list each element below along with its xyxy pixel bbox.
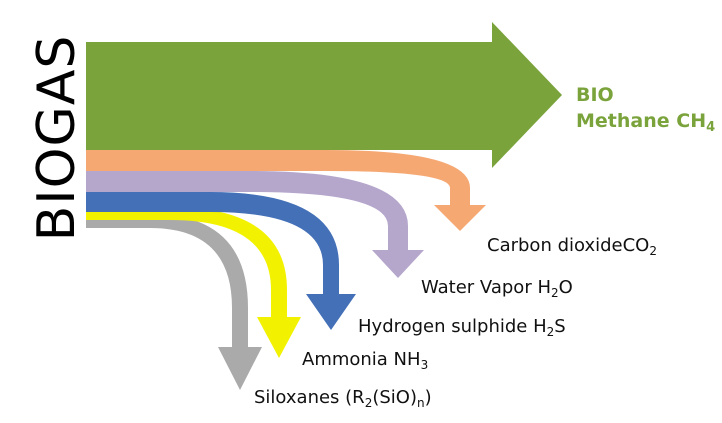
- hydrogen-sulphide-label: Hydrogen sulphide H2S: [358, 316, 566, 339]
- methane-arrow: [86, 22, 562, 168]
- diagram-title: BIOGAS: [27, 34, 87, 242]
- methane-label-line2: Methane CH4: [576, 109, 716, 135]
- ammonia-arrow: [86, 207, 301, 358]
- methane-label-line1: BIO: [576, 84, 614, 106]
- methane-label: BIO Methane CH4: [576, 83, 715, 136]
- carbon-dioxide-arrow: [86, 150, 486, 231]
- carbon-dioxide-label: Carbon dioxideCO2: [487, 235, 657, 258]
- siloxanes-arrow: [86, 214, 262, 390]
- hydrogen-sulphide-arrow: [86, 192, 356, 330]
- water-vapor-label: Water Vapor H2O: [421, 277, 573, 300]
- ammonia-label: Ammonia NH3: [302, 349, 429, 372]
- water-vapor-arrow: [86, 171, 424, 278]
- siloxanes-label: Siloxanes (R2(SiO)n): [254, 387, 432, 410]
